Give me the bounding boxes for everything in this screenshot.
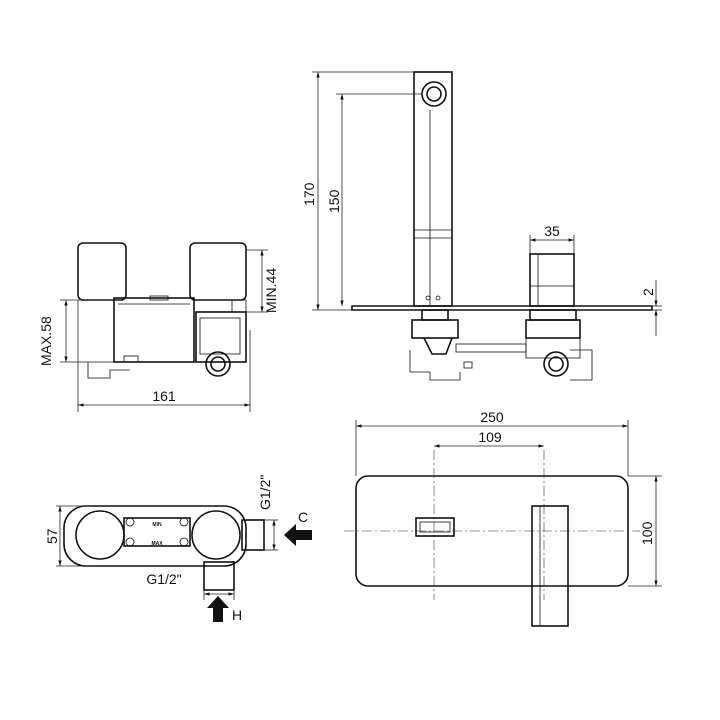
plan-right-handle <box>191 510 241 560</box>
dim-g12-cold: G1/2" <box>257 475 273 510</box>
dim-250: 250 <box>480 409 504 425</box>
plan-cartridge <box>123 517 191 547</box>
front-inlet-circle <box>205 351 231 377</box>
dim-min-44: MIN.44 <box>263 268 279 313</box>
cold-arrow-icon <box>284 524 312 546</box>
front-outlet-block <box>195 311 247 363</box>
dim-109: 109 <box>478 429 502 445</box>
side-wall-plate <box>351 305 653 311</box>
mark-max: MAX <box>151 541 163 547</box>
mark-min: MIN <box>152 522 162 528</box>
dim-170: 170 <box>301 182 317 206</box>
label-cold: C <box>298 509 308 525</box>
label-hot: H <box>232 607 242 623</box>
front-body <box>113 297 195 363</box>
plan-hot-inlet <box>203 561 235 591</box>
plate-spout-outlet <box>415 517 455 537</box>
dim-100: 100 <box>639 521 655 545</box>
dim-161: 161 <box>152 388 176 404</box>
front-right-handle <box>189 242 247 301</box>
side-valve-body <box>423 337 453 355</box>
dim-g12-hot: G1/2" <box>146 571 181 587</box>
dim-57: 57 <box>44 528 60 544</box>
plate-lever-handle <box>531 505 569 627</box>
dim-150: 150 <box>326 189 342 213</box>
dim-35: 35 <box>544 223 560 239</box>
front-view: MAX.58 MIN.44 161 <box>38 242 279 412</box>
plan-left-handle <box>75 510 125 560</box>
side-view: 170 150 35 2 <box>301 71 662 381</box>
dim-max-58: MAX.58 <box>38 316 54 366</box>
plan-view: MIN MAX C H 57 G1/2" G1/2" <box>44 475 312 623</box>
dim-2: 2 <box>640 288 656 296</box>
side-inlet-circle <box>543 351 569 377</box>
hot-arrow-icon <box>207 596 229 622</box>
plan-cold-inlet <box>241 519 265 551</box>
side-handle <box>529 253 575 307</box>
plate-view: 250 109 100 <box>344 409 662 627</box>
plan-body <box>63 505 247 567</box>
front-left-handle <box>77 242 127 301</box>
side-spout <box>413 71 453 307</box>
side-aerator-circle <box>421 81 447 107</box>
